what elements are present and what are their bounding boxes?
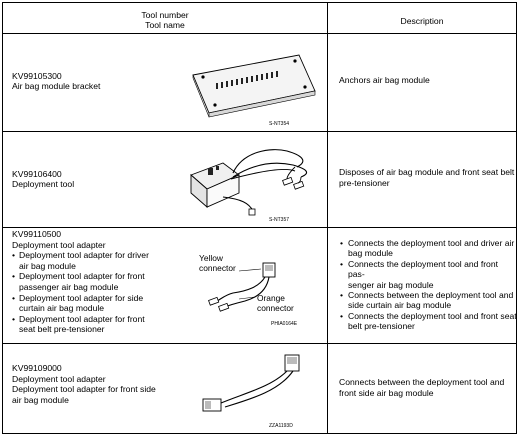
header-tool-column: Tool number Tool name: [3, 10, 327, 30]
list-item: Deployment tool adapter for sidecurtain …: [12, 293, 182, 314]
description-list: Connects the deployment tool and driver …: [339, 238, 517, 332]
tool-number: KV99109000: [12, 363, 62, 373]
description-line: pre-tensioner: [339, 177, 390, 188]
list-item: Connects between the deployment tool and…: [339, 290, 517, 311]
tool-number: KV99105300: [12, 71, 62, 81]
figure-code: PHIA0164E: [271, 321, 298, 327]
tool-name: Deployment tool adapter: [12, 239, 106, 250]
description-line: front side air bag module: [339, 387, 434, 398]
figure-code: ZZA1193D: [269, 423, 293, 429]
row-divider: [3, 227, 516, 228]
list-item: Connects the deployment tool and front p…: [339, 259, 517, 290]
air-bag-module-bracket-figure: [192, 54, 316, 118]
description-line: Disposes of air bag module and front sea…: [339, 167, 515, 177]
header-tool-number: Tool number: [141, 10, 189, 20]
tool-description: Anchors air bag module: [339, 75, 430, 85]
header-description: Description: [400, 16, 444, 26]
tool-description: Connects between the deployment tool and…: [339, 377, 504, 398]
tool-name: Deployment tool adapter: [12, 373, 106, 384]
figure-code: S-NT354: [269, 121, 290, 127]
column-divider: [327, 3, 328, 433]
header-tool-name: Tool name: [145, 20, 185, 30]
front-side-adapter-figure: [202, 354, 300, 412]
tool-name: Deployment tool adapter for front side: [12, 384, 156, 395]
tool-description: Connects the deployment tool and driver …: [339, 238, 517, 332]
list-item: Connects the deployment tool and driver …: [339, 238, 517, 259]
tool-number: KV99110500: [12, 229, 62, 239]
tool-row-3-text: KV99110500 Deployment tool adapter Deplo…: [12, 229, 182, 335]
tool-name: Deployment tool: [12, 179, 75, 189]
tool-row-1-text: KV99105300 Air bag module bracket: [12, 71, 100, 91]
tool-number: KV99106400: [12, 169, 62, 179]
tool-name: Air bag module bracket: [12, 81, 101, 91]
tool-row-2-text: KV99106400 Deployment tool: [12, 169, 74, 189]
tool-name: air bag module: [12, 394, 69, 405]
deployment-tool-adapter-figure: [208, 262, 276, 312]
special-tools-table: Tool number Tool name Description KV9910…: [2, 2, 517, 434]
row-divider: [3, 343, 516, 344]
deployment-tool-figure: [190, 149, 308, 216]
list-item: Connects the deployment tool and front s…: [339, 311, 517, 332]
figure-code: S-NT357: [269, 217, 290, 223]
tool-description: Disposes of air bag module and front sea…: [339, 167, 514, 188]
orange-connector-label: Orange connector: [257, 293, 294, 313]
row-divider: [3, 33, 516, 34]
tool-row-4-text: KV99109000 Deployment tool adapter Deplo…: [12, 363, 156, 405]
yellow-connector-label: Yellow connector: [199, 253, 236, 273]
row-divider: [3, 131, 516, 132]
description-line: Connects between the deployment tool and: [339, 377, 505, 387]
list-item: Deployment tool adapter for frontpasseng…: [12, 271, 182, 292]
